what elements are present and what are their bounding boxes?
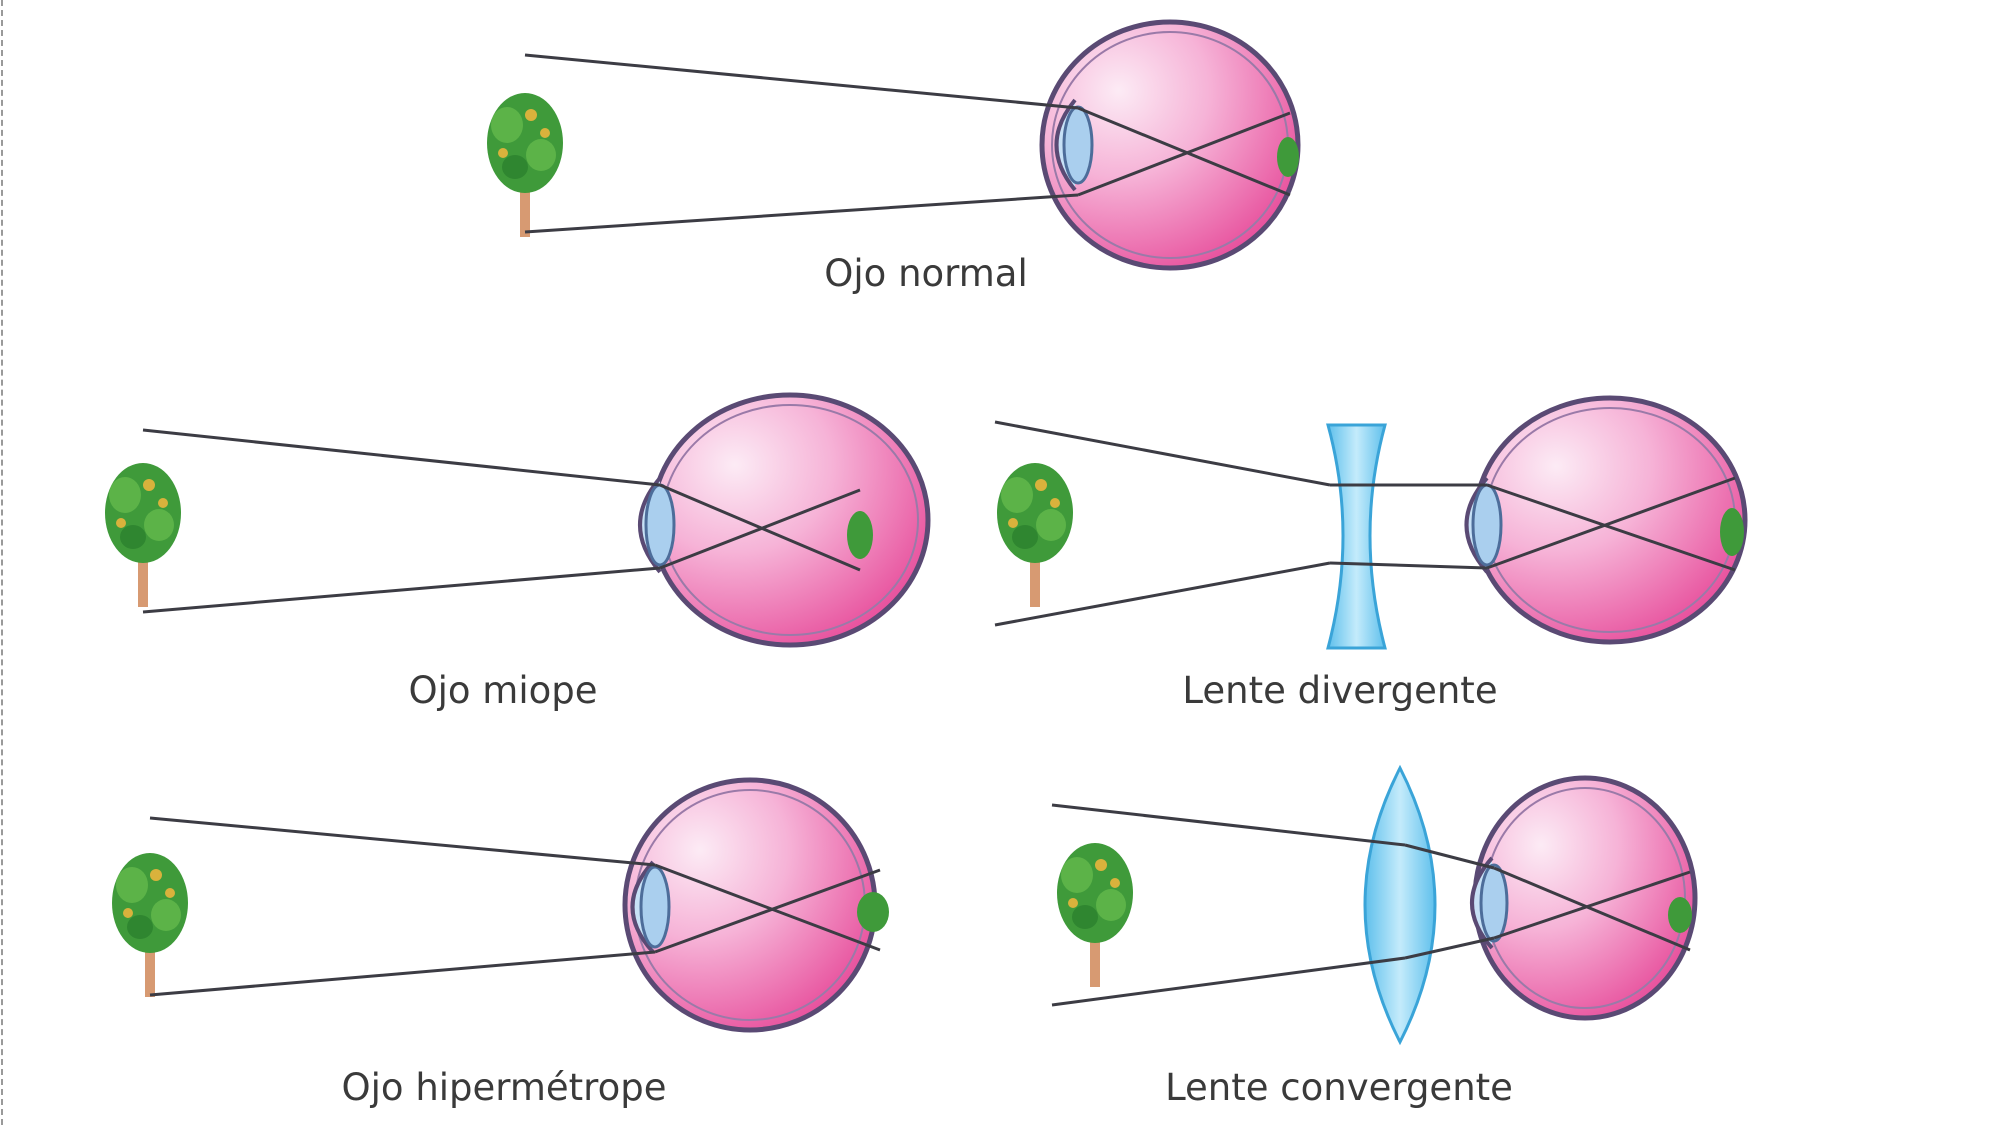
tree-icon [112,853,188,997]
eyeball-icon [1464,395,1748,645]
hyperopic-eye-scene [112,777,889,1033]
tree-icon [1057,843,1133,987]
label-myopic-eye: Ojo miope [408,669,598,712]
label-normal-eye: Ojo normal [824,252,1028,295]
light-rays [1051,803,1691,1007]
eyeball-icon [622,777,889,1033]
normal-eye-scene [487,19,1301,271]
eyeball-icon [638,392,931,648]
page-edge-divider [1,0,3,1125]
label-hyperopic-eye: Ojo hipermétrope [341,1066,667,1109]
tree-icon [105,463,181,607]
tree-icon [487,93,563,237]
label-diverging-lens: Lente divergente [1182,669,1498,712]
diverging-lens-scene [994,395,1748,650]
converging-lens-scene [1051,764,1698,1046]
eyeball-icon [1470,775,1698,1021]
myopic-eye-scene [105,392,931,648]
light-rays [994,420,1736,627]
light-rays [524,53,1291,234]
convex-lens-icon [1363,764,1437,1046]
light-rays [149,816,881,997]
tree-icon [997,463,1073,607]
concave-lens-icon [1326,423,1387,650]
light-rays [142,428,861,614]
label-converging-lens: Lente convergente [1165,1066,1513,1109]
